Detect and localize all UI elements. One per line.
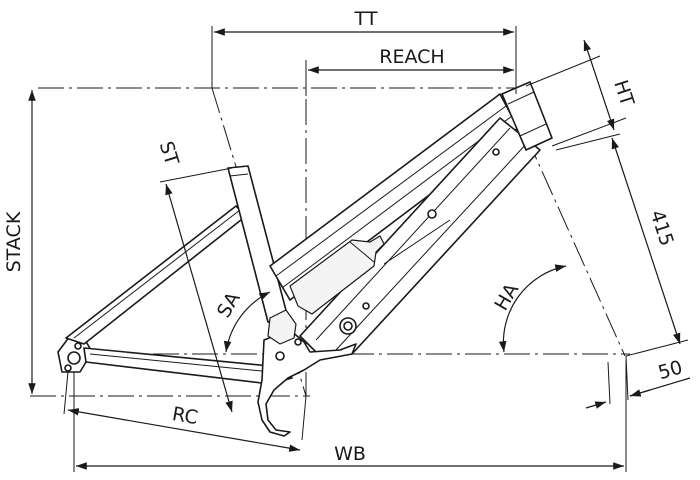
dropout-bolt	[64, 364, 72, 372]
ht-label: HT	[609, 77, 638, 109]
st-label: ST	[155, 139, 183, 168]
head-tube	[501, 81, 553, 151]
fork-length-dimension: 415	[555, 133, 689, 357]
fork-length-label: 415	[646, 208, 678, 249]
stack-dimension: STACK	[3, 90, 36, 394]
rc-dimension: RC	[63, 371, 307, 452]
chain-stay	[83, 347, 293, 385]
water-bottle	[289, 235, 385, 315]
rear-axle	[67, 351, 81, 365]
offset-dimension: 50	[585, 355, 691, 409]
ha-angle: HA	[490, 264, 567, 353]
dropout-bolt	[74, 342, 82, 350]
tt-dimension: TT	[211, 8, 517, 94]
wb-dimension: WB	[73, 360, 627, 472]
ha-label: HA	[490, 280, 523, 315]
tt-label: TT	[354, 8, 378, 30]
stack-label: STACK	[3, 211, 25, 272]
offset-label: 50	[656, 356, 685, 384]
reach-dimension: REACH	[305, 46, 514, 96]
rc-label: RC	[171, 403, 200, 429]
wb-label: WB	[334, 443, 366, 465]
reach-label: REACH	[379, 46, 444, 68]
bike-frame	[57, 81, 553, 437]
